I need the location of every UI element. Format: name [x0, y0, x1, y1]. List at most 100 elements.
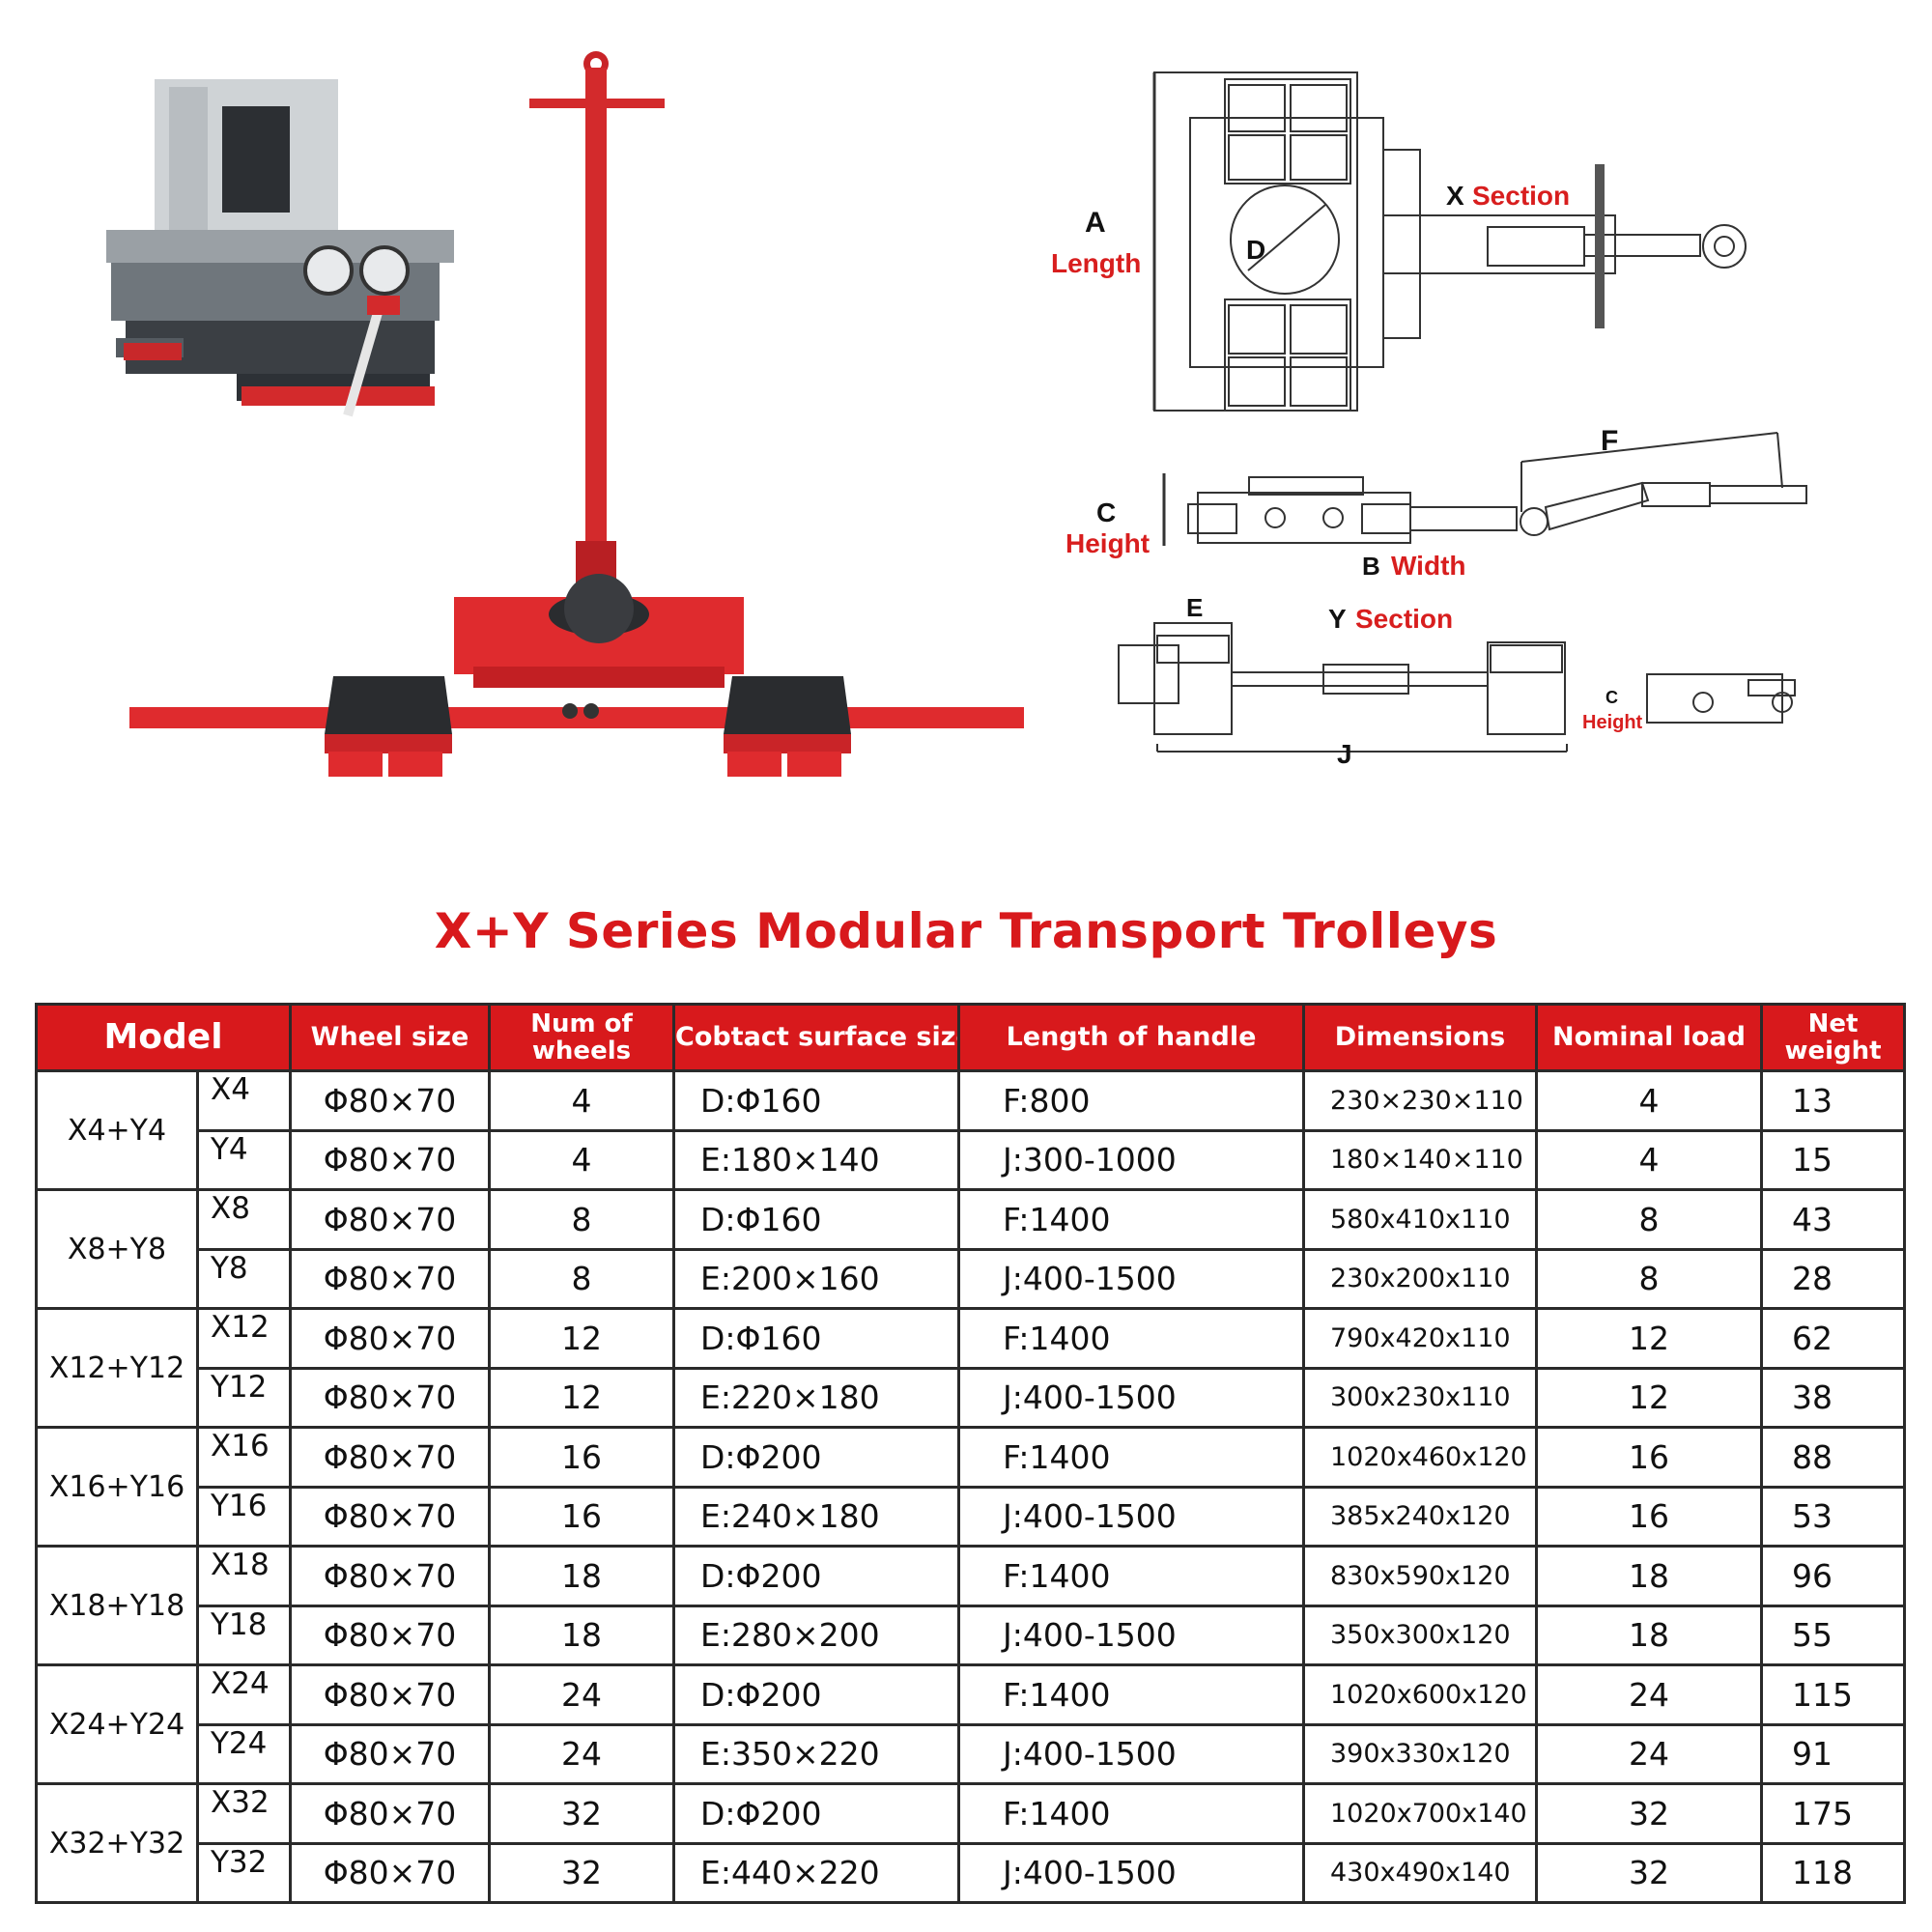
cell-contact-surface: E:240×180 [672, 1485, 960, 1548]
cell-dimensions: 300x230x110 [1302, 1366, 1538, 1429]
cell-contact-surface: E:180×140 [672, 1128, 960, 1191]
cell-num-wheels: 24 [488, 1663, 675, 1726]
cell-num-wheels: 12 [488, 1307, 675, 1370]
cell-handle-length: F:1400 [957, 1188, 1305, 1251]
cell-dimensions: 830x590x120 [1302, 1545, 1538, 1607]
cell-wheel-size: Φ80×70 [289, 1841, 491, 1904]
cell-handle-length: F:1400 [957, 1307, 1305, 1370]
cell-num-wheels: 16 [488, 1485, 675, 1548]
cell-wheel-size: Φ80×70 [289, 1782, 491, 1845]
cell-nominal-load: 16 [1535, 1426, 1763, 1489]
cell-wheel-size: Φ80×70 [289, 1069, 491, 1132]
cell-model-variant: X16 [196, 1426, 292, 1489]
cell-dimensions: 230×230×110 [1302, 1069, 1538, 1132]
cell-handle-length: F:1400 [957, 1545, 1305, 1607]
header-model: Model [35, 1003, 292, 1072]
cell-nominal-load: 16 [1535, 1485, 1763, 1548]
dim-c-letter-small: C [1605, 688, 1618, 707]
cell-net-weight: 38 [1760, 1366, 1906, 1429]
cell-model-variant: Y24 [196, 1722, 292, 1785]
cell-num-wheels: 12 [488, 1366, 675, 1429]
cell-handle-length: F:1400 [957, 1663, 1305, 1726]
cell-contact-surface: D:Φ200 [672, 1782, 960, 1845]
cell-net-weight: 28 [1760, 1247, 1906, 1310]
cell-net-weight: 175 [1760, 1782, 1906, 1845]
cell-handle-length: J:400-1500 [957, 1485, 1305, 1548]
cell-nominal-load: 32 [1535, 1782, 1763, 1845]
dim-f-letter: F [1601, 425, 1618, 457]
cell-model-variant: X18 [196, 1545, 292, 1607]
cell-model-variant: X8 [196, 1188, 292, 1251]
cell-nominal-load: 18 [1535, 1545, 1763, 1607]
cell-wheel-size: Φ80×70 [289, 1426, 491, 1489]
dim-d-letter: D [1246, 235, 1265, 265]
cell-num-wheels: 8 [488, 1247, 675, 1310]
cell-wheel-size: Φ80×70 [289, 1485, 491, 1548]
cell-handle-length: F:800 [957, 1069, 1305, 1132]
cell-model-variant: Y8 [196, 1247, 292, 1310]
x-section-label: Section [1472, 181, 1570, 211]
cell-model-variant: X24 [196, 1663, 292, 1726]
cell-model-variant: Y32 [196, 1841, 292, 1904]
dim-b-letter: B [1362, 552, 1380, 581]
cell-num-wheels: 4 [488, 1069, 675, 1132]
cell-model-variant: Y12 [196, 1366, 292, 1429]
cell-net-weight: 43 [1760, 1188, 1906, 1251]
cell-num-wheels: 24 [488, 1722, 675, 1785]
side-view-drawing [1162, 432, 1807, 546]
cell-handle-length: F:1400 [957, 1782, 1305, 1845]
cell-dimensions: 790x420x110 [1302, 1307, 1538, 1370]
cell-contact-surface: E:220×180 [672, 1366, 960, 1429]
cell-handle-length: J:400-1500 [957, 1604, 1305, 1666]
cell-net-weight: 15 [1760, 1128, 1906, 1191]
cell-model-group: X16+Y16 [35, 1426, 199, 1548]
cell-num-wheels: 8 [488, 1188, 675, 1251]
dim-a-label: Length [1051, 248, 1141, 278]
cell-contact-surface: D:Φ160 [672, 1069, 960, 1132]
cell-contact-surface: E:200×160 [672, 1247, 960, 1310]
trolley-image [129, 51, 1024, 777]
cell-num-wheels: 18 [488, 1545, 675, 1607]
milling-machine-image [106, 79, 454, 417]
cell-model-group: X32+Y32 [35, 1782, 199, 1904]
cell-nominal-load: 8 [1535, 1188, 1763, 1251]
cell-nominal-load: 12 [1535, 1366, 1763, 1429]
cell-handle-length: F:1400 [957, 1426, 1305, 1489]
cell-net-weight: 55 [1760, 1604, 1906, 1666]
cell-num-wheels: 4 [488, 1128, 675, 1191]
cell-dimensions: 1020x460x120 [1302, 1426, 1538, 1489]
cell-dimensions: 385x240x120 [1302, 1485, 1538, 1548]
cell-model-group: X4+Y4 [35, 1069, 199, 1191]
document-title: X+Y Series Modular Transport Trolleys [434, 903, 1498, 959]
header-dimensions: Dimensions [1302, 1003, 1538, 1072]
y-section-drawing [1118, 622, 1796, 753]
cell-nominal-load: 4 [1535, 1128, 1763, 1191]
cell-model-variant: X12 [196, 1307, 292, 1370]
cell-net-weight: 53 [1760, 1485, 1906, 1548]
x-section-letter: X [1446, 181, 1464, 211]
cell-handle-length: J:400-1500 [957, 1247, 1305, 1310]
cell-nominal-load: 8 [1535, 1247, 1763, 1310]
header-wheel-size: Wheel size [289, 1003, 491, 1072]
cell-nominal-load: 4 [1535, 1069, 1763, 1132]
cell-net-weight: 13 [1760, 1069, 1906, 1132]
cell-dimensions: 180×140×110 [1302, 1128, 1538, 1191]
cell-net-weight: 62 [1760, 1307, 1906, 1370]
cell-dimensions: 430x490x140 [1302, 1841, 1538, 1904]
cell-contact-surface: D:Φ200 [672, 1426, 960, 1489]
cell-model-group: X24+Y24 [35, 1663, 199, 1785]
cell-wheel-size: Φ80×70 [289, 1307, 491, 1370]
cell-wheel-size: Φ80×70 [289, 1128, 491, 1191]
dim-b-label: Width [1391, 551, 1466, 581]
cell-model-group: X8+Y8 [35, 1188, 199, 1310]
cell-wheel-size: Φ80×70 [289, 1722, 491, 1785]
header-net-weight: Net weight [1760, 1003, 1906, 1072]
